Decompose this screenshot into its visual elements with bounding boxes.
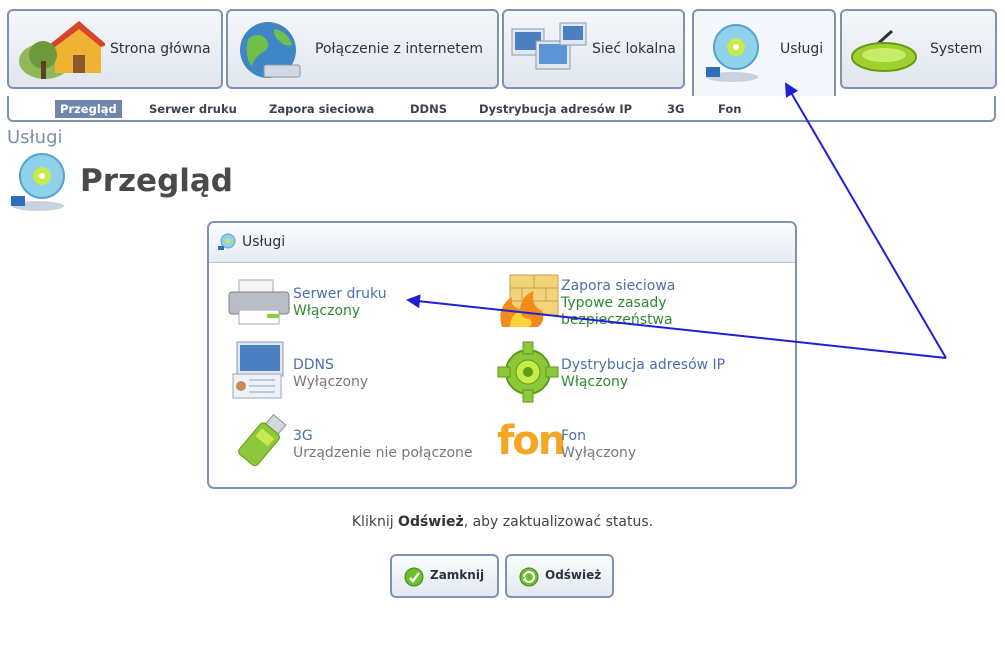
service-firewall-link[interactable]: Zapora sieciowa: [561, 278, 676, 294]
service-fon-status: Wyłączony: [561, 445, 637, 461]
close-button[interactable]: Zamknij: [390, 554, 499, 598]
subnav-print-server[interactable]: Serwer druku: [149, 102, 237, 116]
service-3g-link[interactable]: 3G: [293, 428, 313, 444]
printer-icon: [228, 279, 290, 325]
hint-refresh-word: Odśwież: [398, 514, 464, 530]
subnav-fon[interactable]: Fon: [718, 102, 742, 116]
router-icon: [851, 29, 917, 72]
services-disc-icon: [218, 233, 236, 250]
tab-internet[interactable]: Połączenie z internetem: [226, 9, 499, 89]
arrow-to-services-tab: [784, 82, 947, 359]
subnav-firewall[interactable]: Zapora sieciowa: [269, 102, 375, 116]
home-icon: [19, 21, 105, 79]
service-print-server-link[interactable]: Serwer druku: [293, 286, 387, 302]
services-disc-icon: [706, 24, 759, 82]
service-fon-link[interactable]: Fon: [561, 428, 586, 444]
tab-home[interactable]: Strona główna: [7, 9, 223, 89]
service-ddns-link[interactable]: DDNS: [293, 357, 334, 373]
refresh-hint: Kliknij Odśwież, aby zaktualizować statu…: [0, 514, 1005, 530]
globe-icon: [240, 22, 301, 78]
subnav-dhcp[interactable]: Dystrybucja adresów IP: [479, 102, 633, 116]
subnav-ddns[interactable]: DDNS: [410, 102, 447, 116]
refresh-button[interactable]: Odśwież: [505, 554, 614, 598]
tab-lan-label: Sieć lokalna: [592, 41, 676, 57]
sub-navigation: Przegląd Serwer druku Zapora sieciowa DD…: [7, 96, 996, 122]
services-disc-icon: [11, 153, 65, 211]
gear-icon: [497, 341, 559, 403]
service-ddns-status: Wyłączony: [293, 374, 369, 390]
close-button-label: Zamknij: [430, 568, 485, 582]
tab-services-label: Usługi: [780, 41, 824, 57]
refresh-button-label: Odśwież: [545, 568, 602, 582]
subnav-overview[interactable]: Przegląd: [55, 100, 122, 118]
ddns-icon: [232, 341, 284, 399]
firewall-icon: [500, 274, 559, 327]
service-dhcp-status: Włączony: [561, 374, 629, 390]
service-3g-status: Urządzenie nie połączone: [293, 445, 473, 461]
tab-lan[interactable]: Sieć lokalna: [502, 9, 685, 89]
tab-internet-label: Połączenie z internetem: [315, 41, 483, 57]
services-panel: Usługi Serwer druku Włączony Zapora siec…: [207, 221, 797, 489]
subnav-3g[interactable]: 3G: [667, 102, 685, 116]
tab-system[interactable]: System: [840, 9, 997, 89]
service-dhcp-link[interactable]: Dystrybucja adresów IP: [561, 357, 726, 373]
tab-system-label: System: [930, 41, 983, 57]
tab-home-label: Strona główna: [110, 41, 211, 57]
fon-logo: fon: [497, 418, 566, 464]
service-print-server-status: Włączony: [293, 303, 361, 319]
hint-text-before: Kliknij: [351, 514, 399, 530]
panel-title: Usługi: [242, 234, 286, 250]
network-icon: [511, 22, 587, 70]
page-title: Przegląd: [80, 163, 234, 199]
close-icon: [404, 567, 424, 587]
service-firewall-status-line2: bezpieczeństwa: [561, 312, 673, 328]
tab-services[interactable]: Usługi: [692, 9, 836, 97]
usb-modem-icon: [238, 413, 287, 467]
panel-header: Usługi: [209, 223, 795, 263]
refresh-icon: [519, 567, 539, 587]
hint-text-after: , aby zaktualizować status.: [463, 514, 654, 530]
service-firewall-status-line1: Typowe zasady: [561, 295, 667, 311]
breadcrumb: Usługi: [7, 127, 63, 148]
